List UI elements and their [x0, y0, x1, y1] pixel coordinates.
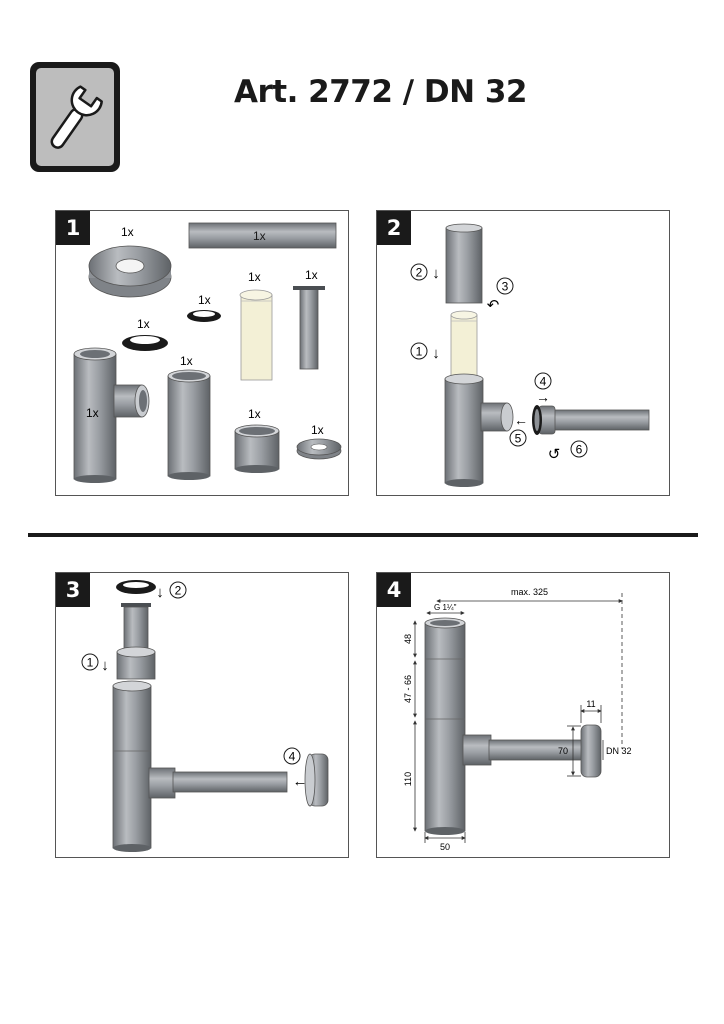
qty-label: 1x: [180, 354, 193, 368]
svg-text:5: 5: [515, 432, 522, 446]
tee-body-part: [444, 373, 514, 487]
top-tube-part: [445, 223, 483, 304]
step-marker: 2: [410, 263, 428, 281]
large-seal-part: [122, 335, 168, 351]
washer-part: [296, 438, 342, 460]
svg-text:1: 1: [87, 656, 94, 670]
step-marker: 6: [570, 440, 588, 458]
dimension-label: 70: [558, 746, 568, 756]
qty-label: 1x: [137, 317, 150, 331]
cream-sleeve-part: [450, 310, 478, 381]
long-cylinder-part: [167, 369, 211, 480]
down-arrow-icon: ↓: [101, 657, 109, 674]
step-1-panel: 1 1x 1x 1x: [55, 210, 349, 496]
down-arrow-icon: ↓: [156, 584, 164, 601]
qty-label: 1x: [305, 268, 318, 282]
qty-label: 1x: [198, 293, 211, 307]
rosette-part: [88, 245, 172, 298]
svg-text:6: 6: [576, 443, 583, 457]
flanged-tube-part: [121, 603, 151, 653]
step-marker: 1: [410, 342, 428, 360]
step-marker: 5: [509, 429, 527, 447]
section-divider: [28, 533, 698, 537]
qty-label: 1x: [248, 270, 261, 284]
qty-label: 1x: [86, 406, 99, 420]
tee-body-part: [112, 680, 288, 852]
short-cylinder-part: [116, 646, 156, 680]
dimension-label: max. 325: [511, 587, 548, 597]
step-3-panel: 3: [55, 572, 349, 858]
step-number: 3: [56, 573, 90, 607]
tee-body-part: [73, 347, 150, 483]
svg-text:2: 2: [175, 584, 182, 598]
dimension-label: DN 32: [606, 746, 632, 756]
dimension-label: 48: [403, 634, 413, 644]
outlet-pipe-part: [532, 405, 650, 435]
step-marker: 1: [81, 653, 99, 671]
step-marker: 4: [534, 372, 552, 390]
flanged-tube-part: [293, 286, 325, 370]
step-marker: 2: [169, 581, 187, 599]
right-arrow-icon: →: [536, 389, 550, 405]
left-arrow-icon: ←: [293, 773, 308, 790]
dimension-label: G 1¼": [434, 603, 457, 612]
dimension-label: 110: [403, 772, 413, 786]
step-number: 4: [377, 573, 411, 607]
short-cylinder-part: [234, 424, 280, 473]
svg-text:4: 4: [289, 750, 296, 764]
down-arrow-icon: ↓: [432, 345, 440, 362]
rotate-arrow-icon: ↶: [487, 297, 500, 314]
dimension-label: 47 - 66: [403, 675, 413, 703]
svg-text:2: 2: [416, 266, 423, 280]
qty-label: 1x: [253, 229, 266, 243]
siphon-assembly: [424, 617, 602, 835]
wrench-icon: [30, 62, 120, 172]
svg-text:1: 1: [416, 345, 423, 359]
dimension-label: 50: [440, 842, 450, 852]
qty-label: 1x: [311, 423, 324, 437]
rotate-arrow-icon: ↺: [548, 446, 561, 463]
svg-text:3: 3: [502, 280, 509, 294]
pipe-part: [188, 222, 337, 249]
qty-label: 1x: [121, 225, 134, 239]
step-2-panel: 2: [376, 210, 670, 496]
down-arrow-icon: ↓: [432, 265, 440, 282]
cream-sleeve-part: [239, 289, 273, 381]
page-title: Art. 2772 / DN 32: [234, 74, 527, 110]
svg-text:4: 4: [540, 375, 547, 389]
small-seal-part: [187, 310, 221, 322]
qty-label: 1x: [248, 407, 261, 421]
dimension-label: 11: [586, 699, 595, 709]
rosette-part: [304, 753, 329, 807]
step-4-panel: 4: [376, 572, 670, 858]
left-arrow-icon: ←: [514, 412, 528, 428]
step-number: 2: [377, 211, 411, 245]
step-marker: 4: [283, 747, 301, 765]
large-seal-part: [116, 580, 156, 594]
step-marker: 3: [496, 277, 514, 295]
step-number: 1: [56, 211, 90, 245]
